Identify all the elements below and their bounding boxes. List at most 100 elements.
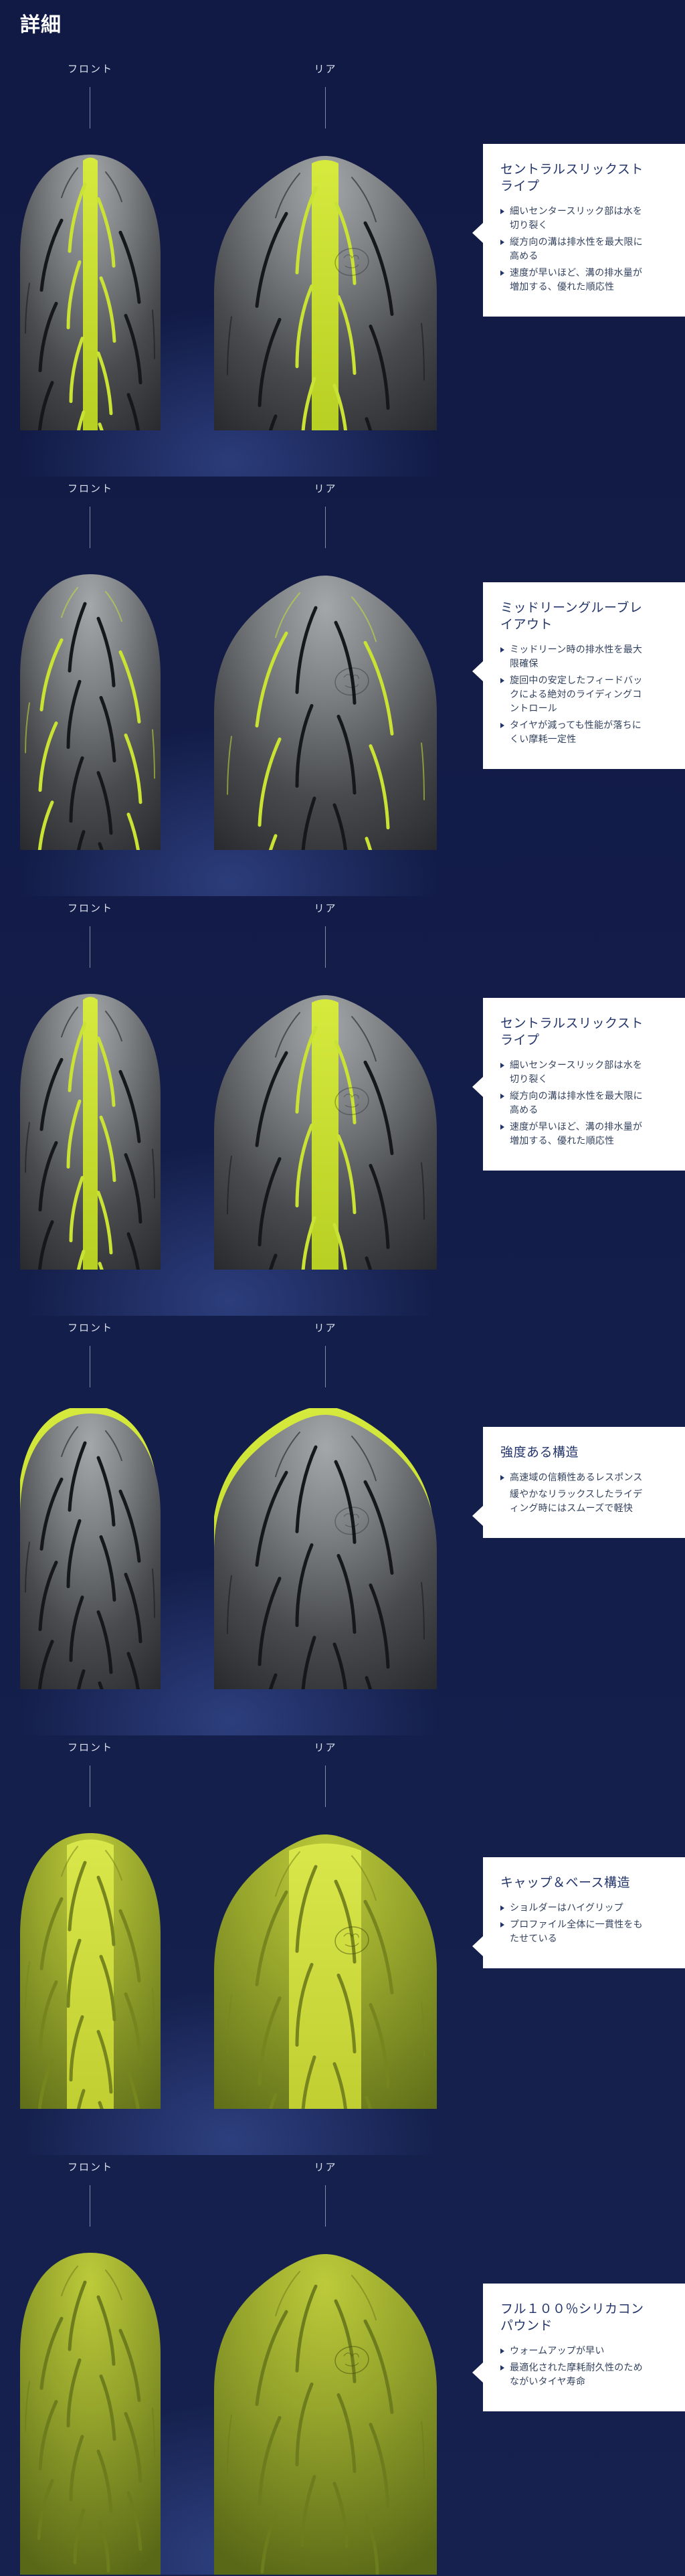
brand-stamp <box>334 667 369 696</box>
center-grooves <box>66 2280 116 2573</box>
shoulder-grooves <box>227 1432 425 1689</box>
tire-body <box>214 576 437 850</box>
center-grooves <box>66 182 116 430</box>
feature-card-title: ミッドリーングルーブレイアウト <box>500 601 643 632</box>
front-tire-graphic <box>20 2253 161 2575</box>
front-label: フロント <box>67 2162 113 2173</box>
feature-bullet-list: 細いセンタースリック部は水を切り裂く縦方向の溝は排水性を最大限に高める速度が早い… <box>500 204 646 294</box>
rear-connector-line <box>325 2185 326 2227</box>
shoulder-grooves <box>227 2271 425 2575</box>
feature-section-stripe: フロント リア <box>0 57 685 477</box>
shoulder-grooves <box>227 1012 425 1270</box>
lime-center-band <box>289 1843 361 2109</box>
bullet-text: タイヤが減っても性能が落ちにくい摩耗一定性 <box>510 719 642 745</box>
center-grooves <box>295 1025 357 1270</box>
bullet-arrow-icon <box>500 209 504 215</box>
feature-card: 強度ある構造 高速域の信頼性あるレスポンス緩やかなリラックスしたライディング時に… <box>472 1427 685 1539</box>
center-grooves <box>66 1861 116 2109</box>
feature-section-band: フロント リア <box>0 1735 685 2155</box>
front-tire-graphic <box>20 1408 161 1689</box>
feature-bullet: 縦方向の溝は排水性を最大限に高める <box>500 235 646 263</box>
rear-connector-line <box>325 926 326 968</box>
bullet-arrow-icon <box>500 1905 504 1911</box>
feature-bullet: 速度が早いほど、溝の排水量が増加する、優れた順応性 <box>500 266 646 294</box>
shoulder-grooves <box>25 587 155 850</box>
bullet-text: 速度が早いほど、溝の排水量が増加する、優れた順応性 <box>510 267 643 292</box>
feature-bullet: 速度が早いほど、溝の排水量が増加する、優れた順応性 <box>500 1120 646 1148</box>
feature-bullet-list: 細いセンタースリック部は水を切り裂く縦方向の溝は排水性を最大限に高める速度が早い… <box>500 1058 646 1148</box>
bullet-arrow-icon <box>500 270 504 276</box>
feature-bullet-list: ショルダーはハイグリッププロファイル全体に一貫性をもたせている <box>500 1901 646 1946</box>
bullet-arrow-icon <box>500 1124 504 1130</box>
rear-connector-line <box>325 1346 326 1387</box>
bullet-text: ミッドリーン時の排水性を最大限確保 <box>510 644 643 669</box>
bullet-text: 旋回中の安定したフィードバックによる絶対のライディングコントロール <box>510 675 643 714</box>
tire-body <box>214 2254 437 2575</box>
bullet-text: ショルダーはハイグリップ <box>510 1902 623 1913</box>
shoulder-grooves <box>25 2265 155 2551</box>
shoulder-grooves <box>227 173 425 430</box>
bullet-text: 縦方向の溝は排水性を最大限に高める <box>510 1090 643 1116</box>
feature-bullet: 最適化された摩耗耐久性のためながいタイヤ寿命 <box>500 2360 646 2389</box>
front-label: フロント <box>67 1742 113 1753</box>
card-pointer-left-icon <box>472 1936 483 1956</box>
front-tire-graphic <box>20 574 161 850</box>
rear-tire <box>214 569 437 850</box>
bullet-arrow-icon <box>500 1922 504 1928</box>
rear-label: リア <box>314 64 337 75</box>
feature-bullet: ウォームアップが早い <box>500 2344 646 2358</box>
feature-card-title: キャップ＆ベース構造 <box>500 1876 631 1890</box>
bullet-text: ウォームアップが早い <box>510 2345 605 2356</box>
bullet-text: 細いセンタースリック部は水を切り裂く <box>510 1059 643 1085</box>
card-pointer-left-icon <box>472 2363 483 2383</box>
front-tire <box>20 149 161 430</box>
front-label: フロント <box>67 1322 113 1334</box>
front-tire-graphic <box>20 994 161 1270</box>
rear-label: リア <box>314 2162 337 2173</box>
bullet-arrow-icon <box>500 678 504 684</box>
front-tire <box>20 1408 161 1689</box>
rear-tire <box>214 2247 437 2575</box>
front-tire <box>20 2247 161 2575</box>
center-grooves <box>66 1441 116 1689</box>
front-tire <box>20 569 161 850</box>
lime-center-stripe <box>312 999 338 1270</box>
feature-card-title: フル１００％シリカコンパウンド <box>500 2302 644 2334</box>
rear-tire-graphic <box>214 1408 437 1689</box>
rear-label: リア <box>314 483 337 495</box>
tire-body <box>20 1413 161 1689</box>
shoulder-grooves <box>227 592 425 850</box>
bullet-arrow-icon <box>500 240 504 246</box>
rear-tire-graphic <box>214 1834 437 2109</box>
front-label: フロント <box>67 903 113 914</box>
card-pointer-left-icon <box>472 223 483 243</box>
page-header: 詳細 <box>20 8 62 55</box>
card-pointer-left-icon <box>472 661 483 681</box>
feature-bullet: 旋回中の安定したフィードバックによる絶対のライディングコントロール <box>500 673 646 715</box>
shoulder-grooves <box>25 1846 155 2109</box>
rear-tire-graphic <box>214 576 437 850</box>
feature-bullet: プロファイル全体に一貫性をもたせている <box>500 1917 646 1946</box>
shoulder-grooves <box>25 167 155 430</box>
bullet-text: 速度が早いほど、溝の排水量が増加する、優れた順応性 <box>510 1121 643 1146</box>
feature-bullet: 細いセンタースリック部は水を切り裂く <box>500 1058 646 1086</box>
bullet-arrow-icon <box>500 2348 504 2354</box>
feature-card: セントラルスリックストライプ 細いセンタースリック部は水を切り裂く縦方向の溝は排… <box>472 144 685 317</box>
feature-card: セントラルスリックストライプ 細いセンタースリック部は水を切り裂く縦方向の溝は排… <box>472 998 685 1171</box>
feature-section-stripe: フロント リア <box>0 896 685 1316</box>
feature-bullet: ミッドリーン時の排水性を最大限確保 <box>500 642 646 671</box>
rear-label: リア <box>314 1742 337 1753</box>
bullet-text: 最適化された摩耗耐久性のためながいタイヤ寿命 <box>510 2362 643 2387</box>
bullet-arrow-icon <box>500 1063 504 1069</box>
feature-sections-container: フロント リア <box>0 57 685 2575</box>
brand-stamp <box>334 1087 369 1116</box>
lime-center-stripe <box>312 160 338 430</box>
center-grooves <box>295 186 357 430</box>
rear-tire-graphic <box>214 2254 437 2575</box>
brand-stamp <box>334 1926 369 1955</box>
center-grooves <box>295 1445 357 1689</box>
rear-tire-graphic <box>214 156 437 430</box>
bullet-text: プロファイル全体に一貫性をもたせている <box>510 1919 643 1944</box>
lime-center-stripe <box>83 157 98 430</box>
rear-connector-line <box>325 1766 326 1807</box>
